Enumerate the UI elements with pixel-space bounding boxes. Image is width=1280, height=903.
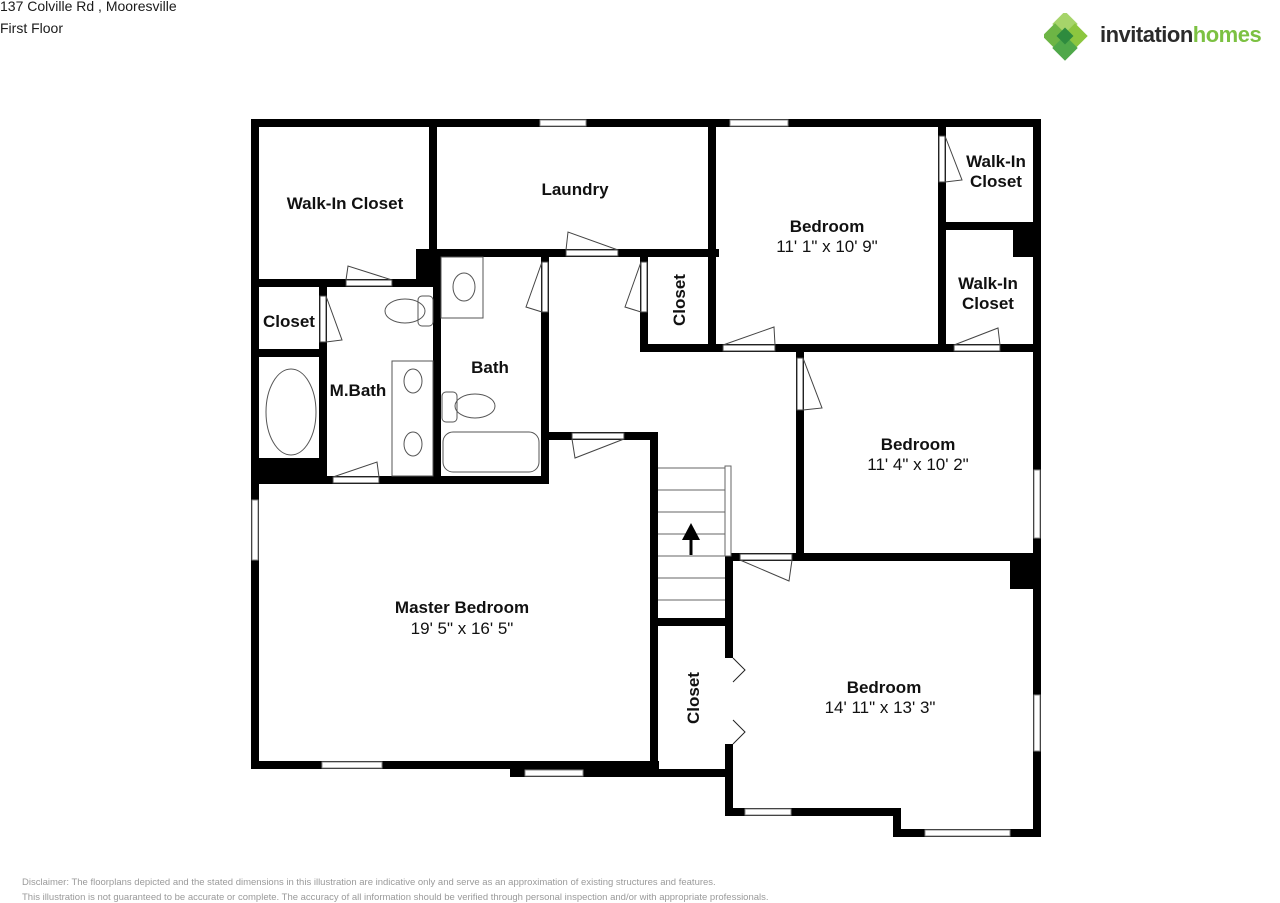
room-dims-bedroom-4: 14' 11" x 13' 3"	[825, 698, 936, 717]
room-label-walk-in-closet-2b: Walk-In	[958, 274, 1018, 293]
room-label-master-bath: M.Bath	[330, 381, 387, 400]
sink-icon-2	[403, 431, 423, 457]
room-label-closet-master: Closet	[263, 312, 315, 331]
fixtures	[265, 256, 540, 477]
room-label-bedroom-2: Bedroom	[790, 217, 865, 236]
invitation-homes-logo: invitationhomes	[1042, 11, 1280, 61]
room-label-bath: Bath	[471, 358, 509, 377]
bathtub-oval-icon	[265, 368, 317, 456]
room-label-master-bedroom: Master Bedroom	[395, 598, 529, 617]
floor-label: First Floor	[0, 20, 63, 36]
room-label-bedroom-3: Bedroom	[881, 435, 956, 454]
room-label-laundry: Laundry	[541, 180, 609, 199]
toilet-icon-2	[454, 393, 496, 419]
logo-word-homes: homes	[1192, 22, 1262, 47]
room-dims-master-bedroom: 19' 5" x 16' 5"	[411, 619, 514, 638]
disclaimer-line-1: Disclaimer: The floorplans depicted and …	[22, 877, 716, 888]
disclaimer-line-2: This illustration is not guaranteed to b…	[22, 892, 769, 903]
room-dims-bedroom-3: 11' 4" x 10' 2"	[867, 455, 968, 474]
staircase	[658, 465, 732, 601]
room-label-walk-in-closet-2a: Walk-In	[966, 152, 1026, 171]
property-address: 137 Colville Rd , Mooresville	[0, 0, 177, 14]
room-dims-bedroom-2: 11' 1" x 10' 9"	[776, 237, 877, 256]
room-label-closet-bedroom-4: Closet	[684, 672, 703, 724]
stairs-up-arrow-icon	[682, 523, 700, 555]
logo-mark-icon	[1042, 11, 1088, 61]
room-label-bedroom-4: Bedroom	[847, 678, 922, 697]
logo-wordmark: invitationhomes	[1100, 22, 1262, 48]
sink-icon	[403, 368, 423, 394]
logo-word-invitation: invitation	[1100, 22, 1193, 47]
sink-icon-3	[452, 272, 476, 302]
room-label-walk-in-closet-2b-line2: Closet	[962, 294, 1014, 313]
toilet-icon	[384, 298, 426, 324]
room-label-hall-closet: Closet	[670, 274, 689, 326]
room-label-walk-in-closet: Walk-In Closet	[287, 194, 404, 213]
room-label-walk-in-closet-2a-line2: Closet	[970, 172, 1022, 191]
doors	[319, 135, 1001, 745]
windows	[251, 119, 1041, 837]
bathtub-icon	[442, 431, 540, 473]
